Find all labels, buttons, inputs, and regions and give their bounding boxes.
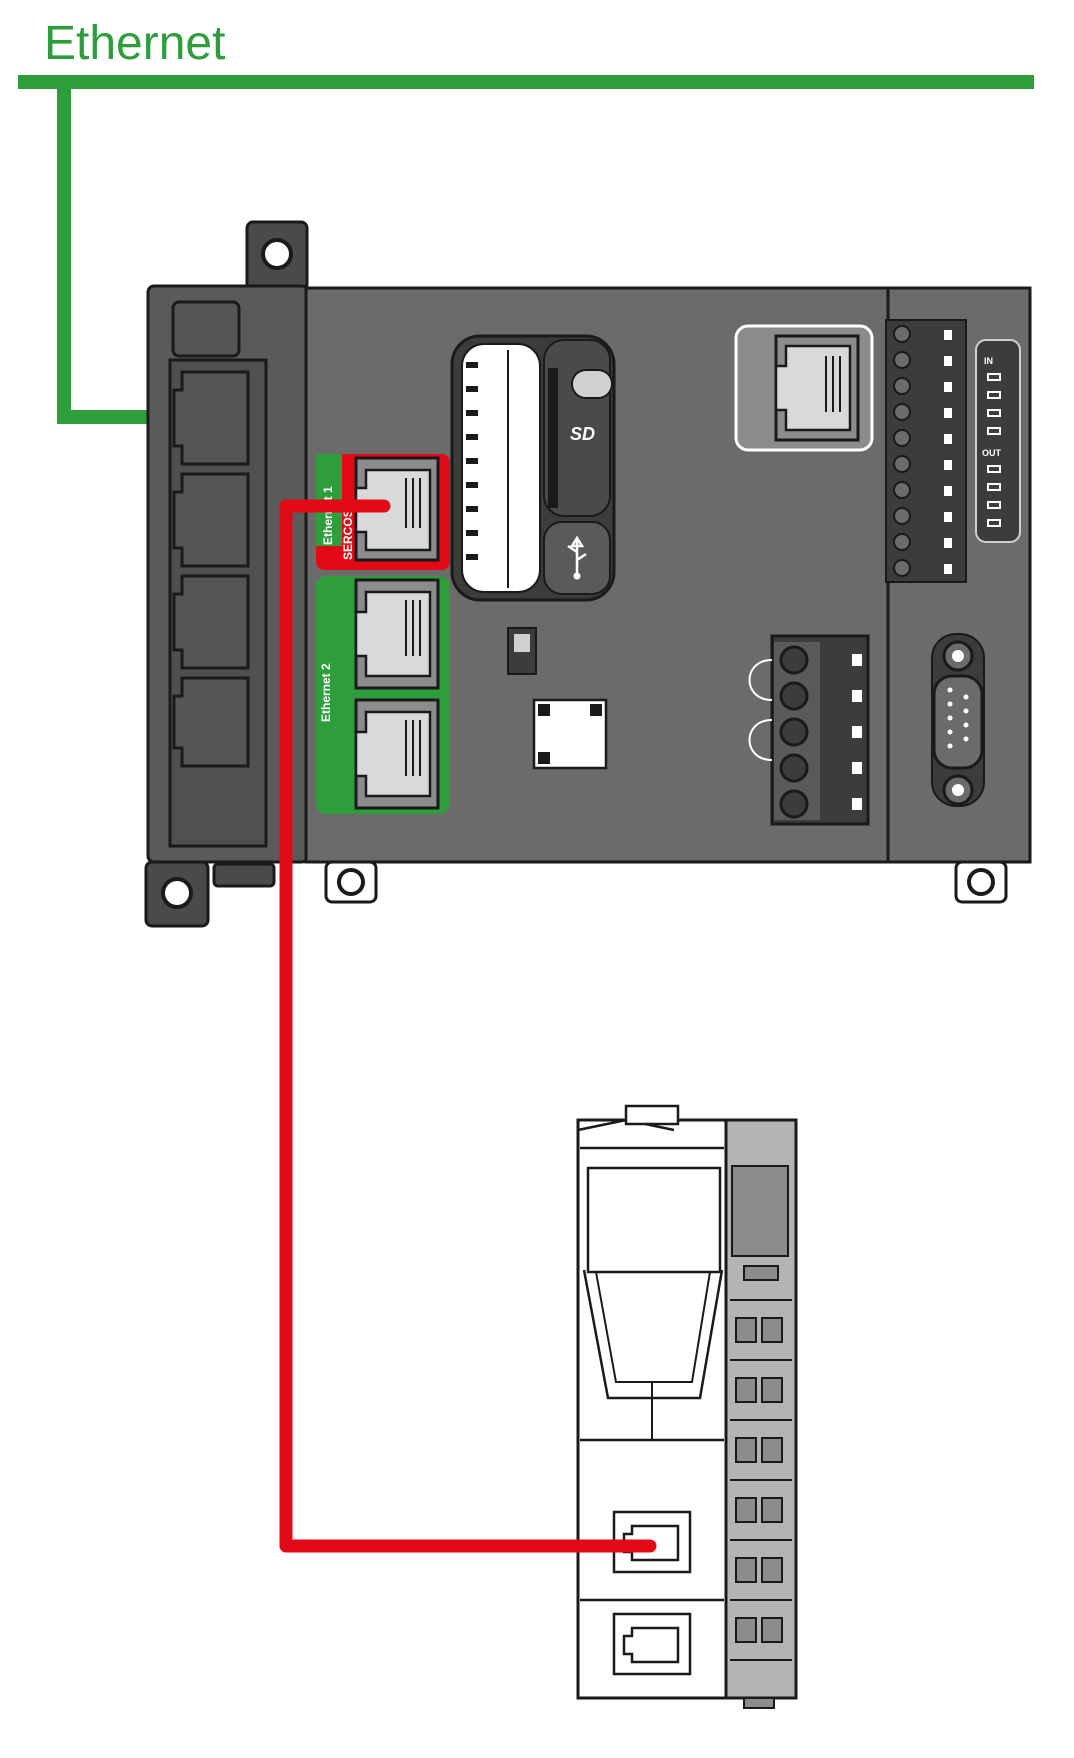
top-right-rj45-port[interactable]: [734, 324, 874, 452]
power-terminal-block[interactable]: [748, 634, 870, 826]
sercos-cable-end-plc: [377, 499, 391, 513]
ethernet-switch-module: [144, 284, 310, 928]
serial-db9-port[interactable]: [931, 633, 985, 807]
switch-port-1[interactable]: [172, 370, 250, 466]
mounting-tab-top: [245, 220, 309, 292]
drive-rj45-port-bottom[interactable]: [612, 1612, 692, 1676]
servo-drive: [576, 1104, 798, 1709]
ethernet2-port-label: Ethernet 2: [319, 663, 333, 722]
mounting-tab-bottom-middle: [324, 860, 378, 904]
ethernet2-port-top[interactable]: [354, 578, 440, 690]
drive-terminal-strip[interactable]: [724, 1118, 798, 1709]
usb-port[interactable]: [543, 521, 611, 595]
run-stop-switch[interactable]: [507, 627, 537, 675]
sercos-cable-end-drive: [643, 1539, 657, 1553]
usb-icon: [567, 535, 587, 574]
mounting-tab-bottom-right: [954, 860, 1008, 904]
ethernet2-port-group: Ethernet 2: [316, 576, 450, 814]
io-terminal-block[interactable]: [885, 319, 967, 583]
switch-port-3[interactable]: [172, 574, 250, 670]
sercos-port-label: SERCOS: [341, 509, 355, 560]
switch-port-2[interactable]: [172, 472, 250, 568]
ethernet2-port-bottom[interactable]: [354, 698, 440, 810]
ethernet1-port-label: Ethernet 1: [321, 486, 335, 545]
ethernet-title: Ethernet: [44, 17, 225, 70]
ethernet-drop-line: [57, 82, 71, 424]
io-status-panel: IN OUT: [975, 339, 1021, 543]
module-chip: [532, 698, 608, 770]
io-out-label: OUT: [982, 448, 1002, 458]
sd-card-slot[interactable]: SD: [543, 339, 613, 517]
controller: Ethernet 1 SERCOS Ethernet 2: [144, 220, 1032, 928]
io-in-label: IN: [984, 356, 993, 366]
ethernet1-sercos-port[interactable]: [354, 456, 440, 562]
sd-card-label: SD: [570, 424, 595, 444]
sercos-cable: [279, 499, 650, 1553]
ethernet-bus-line: [18, 75, 1034, 89]
switch-port-4[interactable]: [172, 676, 250, 768]
